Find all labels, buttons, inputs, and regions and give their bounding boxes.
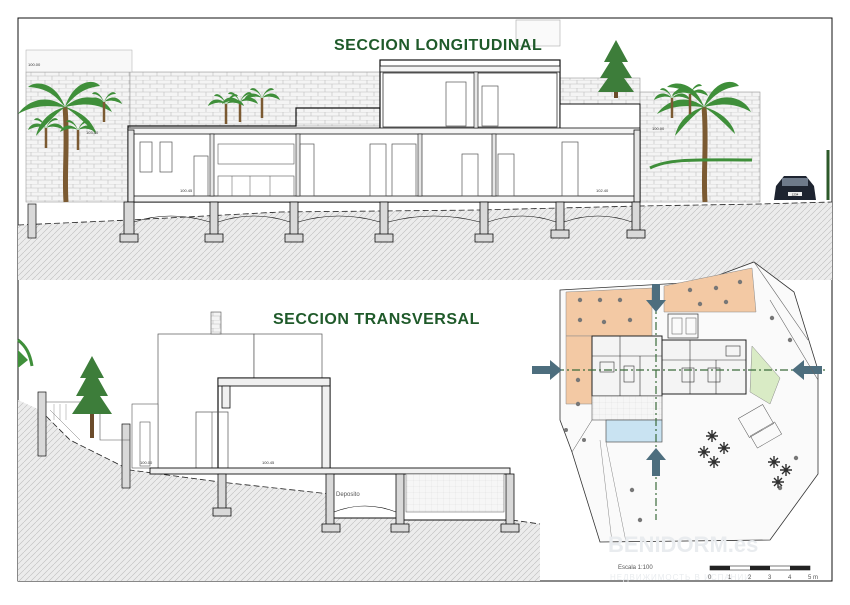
transversal-ground — [18, 400, 540, 581]
level-mark: 100.45 — [180, 188, 193, 193]
pool-terrace — [591, 395, 663, 421]
scale-label: Escala 1:100 — [618, 565, 653, 571]
house-longitudinal-section — [27, 59, 646, 243]
level-mark: 100.00 — [28, 62, 41, 67]
scale-tick-label: 1 — [728, 575, 732, 581]
room-label-deposito: Deposito — [336, 492, 360, 498]
house-transversal-section: Deposito — [149, 377, 520, 533]
level-mark: 100.00 — [652, 126, 665, 131]
scale-tick-label: 5 m — [808, 575, 818, 581]
watermark-tagline: НЕДВИЖИМОСТЬ В ИСПАНИИ — [610, 573, 751, 582]
site-plan — [532, 261, 828, 543]
terrace-upper-right — [663, 267, 757, 313]
scale-tick-label: 0 — [708, 575, 712, 581]
license-plate: 1234 — [792, 193, 799, 197]
pine-tree-icon — [598, 40, 634, 98]
lawn-area — [749, 345, 781, 405]
title-longitudinal: SECCION LONGITUDINAL — [334, 37, 542, 54]
level-mark: 102.40 — [596, 188, 609, 193]
chimney-block — [515, 19, 561, 47]
pool-section — [405, 473, 505, 513]
title-transversal: SECCION TRANSVERSAL — [273, 311, 480, 328]
pine-tree-icon — [72, 356, 112, 438]
scale-tick-label: 4 — [788, 575, 792, 581]
longitudinal-ground — [18, 202, 832, 280]
watermark-brand: BENIDORM.es — [608, 532, 758, 557]
stone-wall-upper — [129, 71, 381, 127]
level-mark: 100.00 — [140, 460, 153, 465]
terrace-upper-left — [565, 287, 653, 337]
level-mark: 103.30 — [86, 130, 99, 135]
house-plan-east — [661, 339, 747, 395]
longitudinal-section: 1234 — [18, 19, 833, 280]
scale-tick-label: 2 — [748, 575, 752, 581]
transversal-section: Deposito 100.45 100.00 SECCION TRANSVERS… — [17, 311, 541, 581]
chimney — [210, 311, 222, 335]
car-icon: 1234 — [774, 176, 816, 200]
section-arrow-icon — [532, 284, 822, 476]
scale-tick-label: 3 — [768, 575, 772, 581]
scale-bar: Escala 1:100 0 1 2 3 4 5 m — [618, 565, 818, 581]
level-mark: 100.45 — [262, 460, 275, 465]
watermark: BENIDORM.es НЕДВИЖИМОСТЬ В ИСПАНИИ — [608, 532, 758, 582]
pool-plan — [605, 419, 663, 443]
